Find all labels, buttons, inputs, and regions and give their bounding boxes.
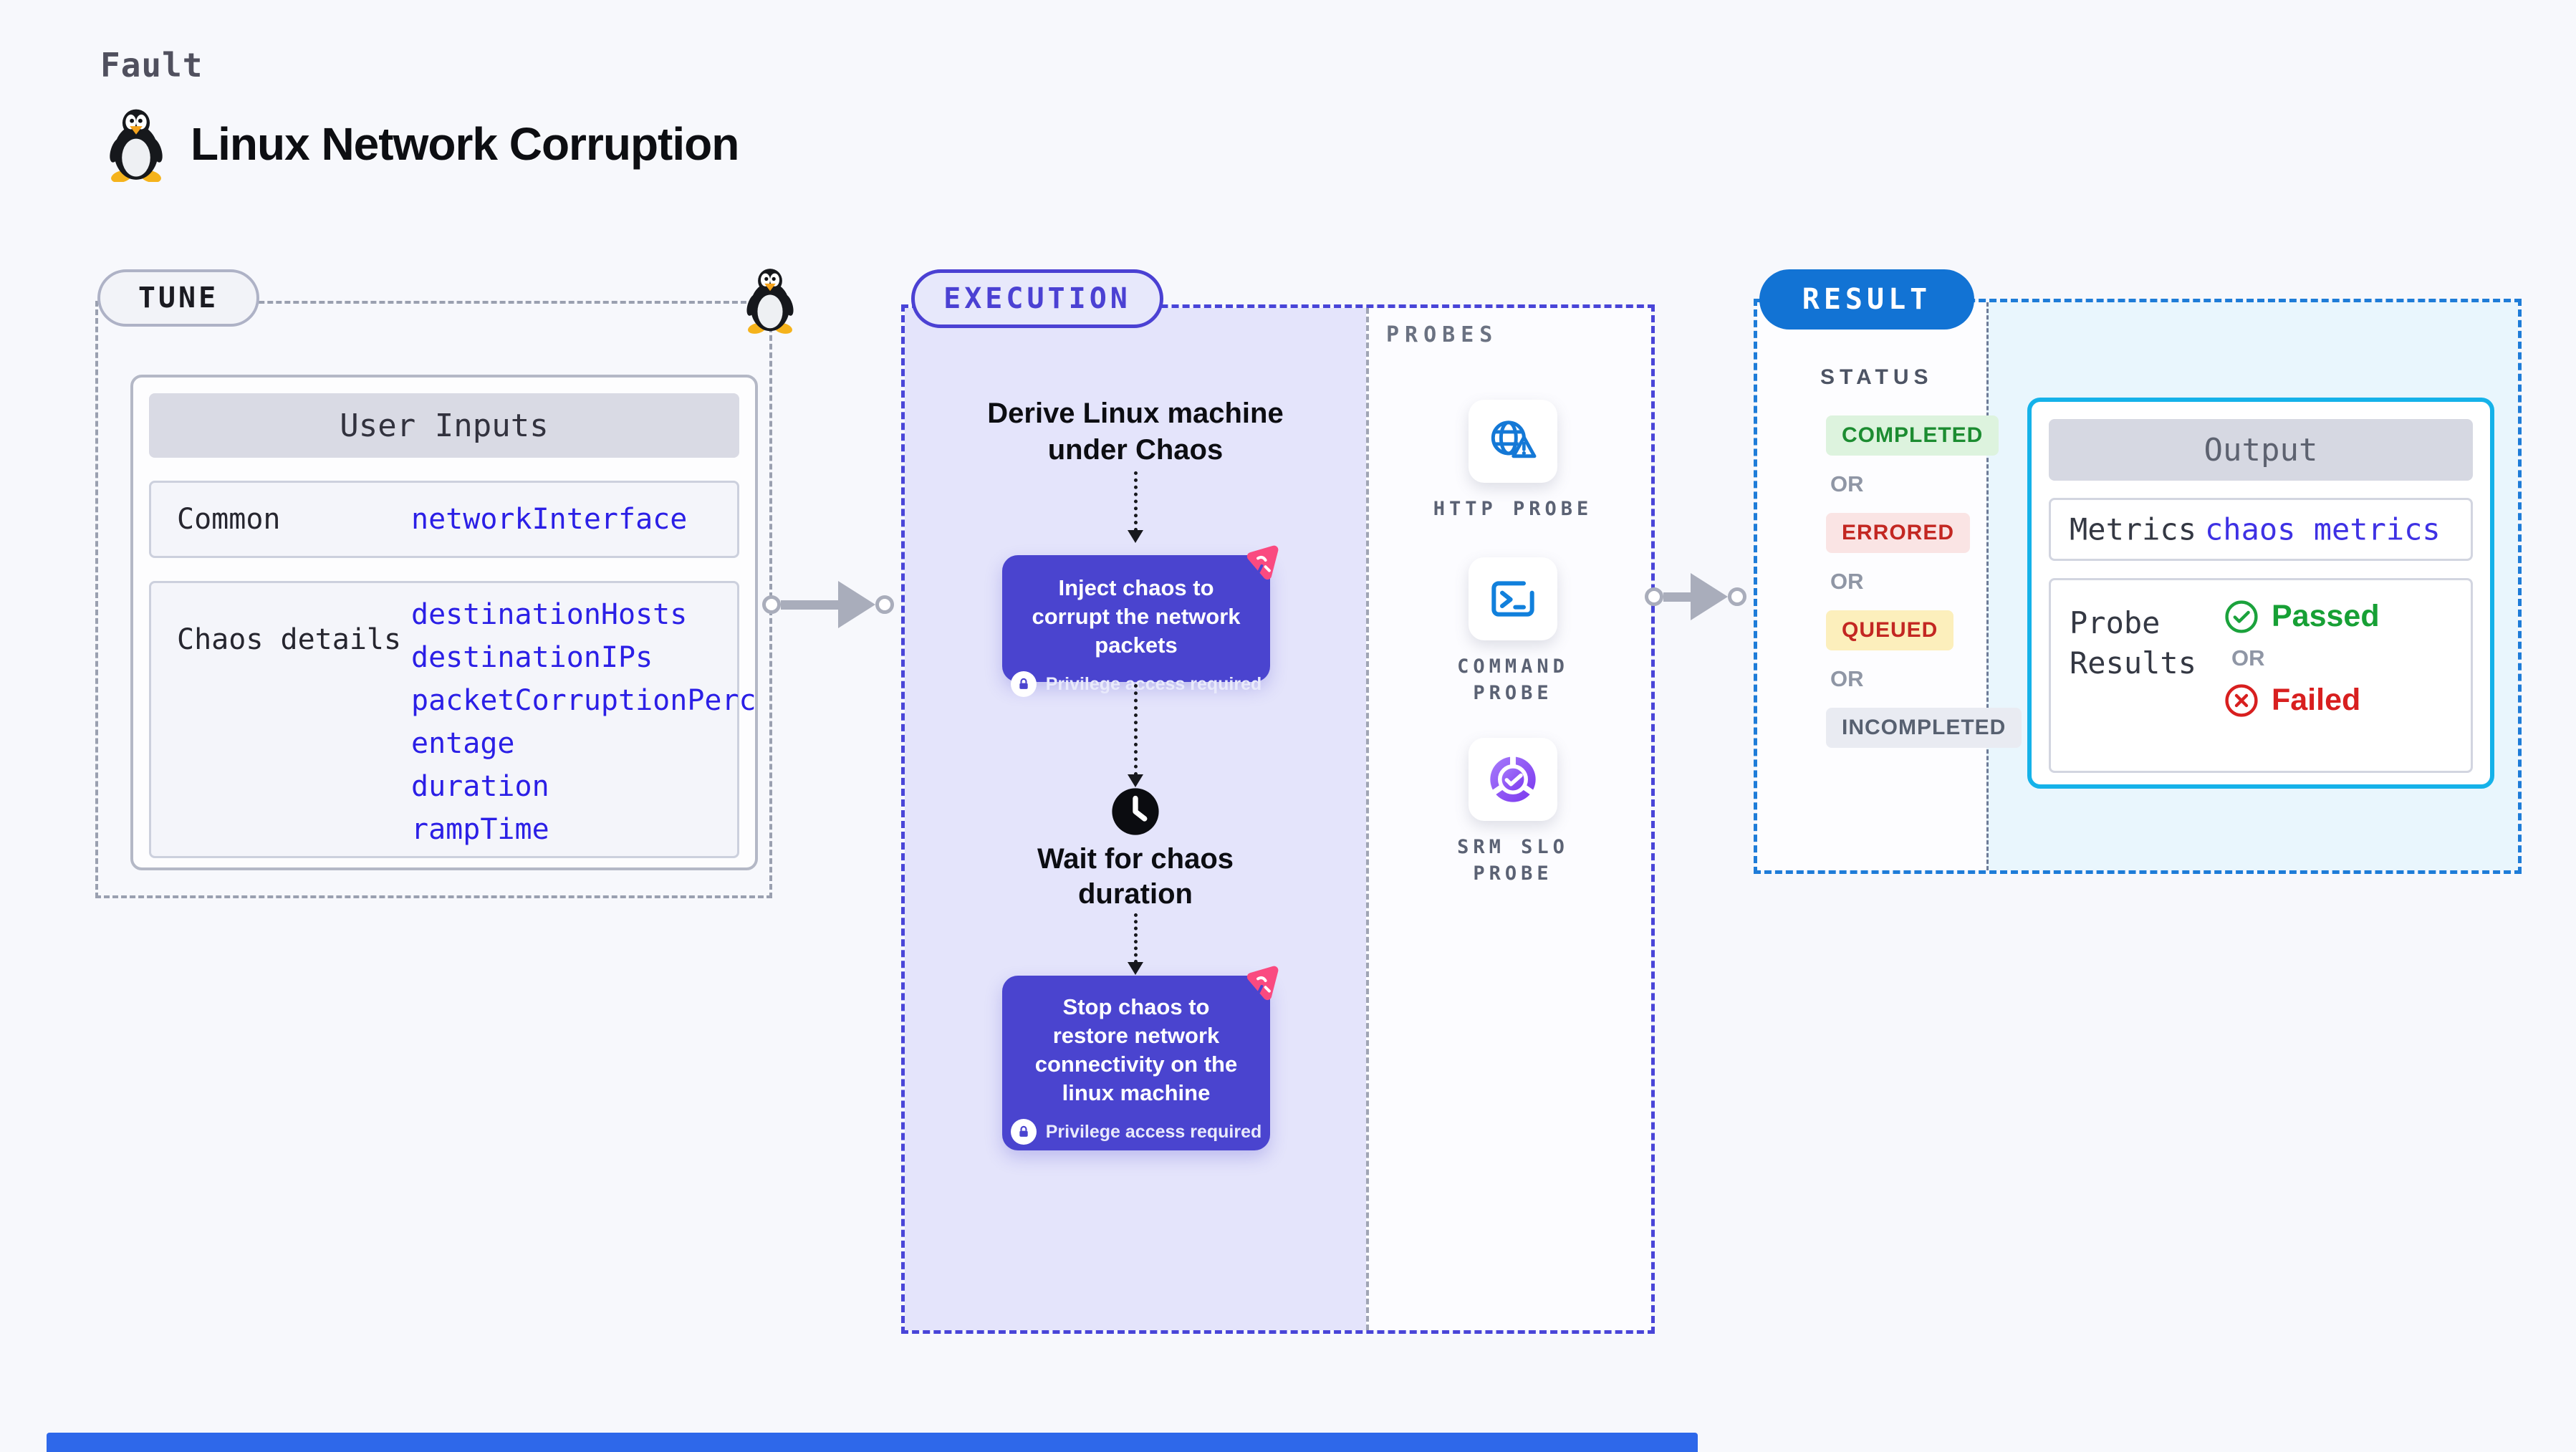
execution-pill: EXECUTION <box>911 269 1163 328</box>
lock-icon <box>1010 1119 1037 1145</box>
command-probe-card <box>1469 557 1557 640</box>
status-badge-completed: COMPLETED <box>1826 415 1999 456</box>
or-label: OR <box>2231 645 2265 670</box>
status-list: COMPLETED OR ERRORED OR QUEUED OR INCOMP… <box>1826 415 2022 764</box>
failed-label: Failed <box>2272 683 2361 717</box>
srm-slo-probe-card <box>1469 738 1557 821</box>
output-title: Output <box>2049 419 2473 481</box>
probe-results-row: Probe Results Passed OR <box>2049 578 2473 773</box>
stop-chaos-card: Stop chaos to restore network connectivi… <box>1002 966 1279 1150</box>
connector-endpoint <box>762 595 781 614</box>
connector-endpoint <box>1645 587 1663 606</box>
input-row-common: Common networkInterface <box>149 481 739 558</box>
input-row-label: Common <box>177 503 281 536</box>
check-circle-icon <box>2225 600 2258 633</box>
status-title: STATUS <box>1820 365 1933 389</box>
arrowhead-icon <box>1691 573 1728 620</box>
http-probe-card <box>1469 400 1557 483</box>
wait-step-label: Wait for chaos duration <box>1037 843 1234 910</box>
globe-warning-icon <box>1491 420 1537 458</box>
chaos-logo-icon <box>1246 545 1279 580</box>
tune-to-execution-arrow <box>762 581 894 628</box>
input-param-list: destinationHosts destinationIPs packetCo… <box>411 593 773 851</box>
chaos-logo-icon <box>1246 966 1279 1001</box>
connector-line <box>781 600 838 610</box>
output-card: Output Metrics chaos metrics Probe Resul… <box>2027 398 2494 789</box>
flow-arrow-down-icon <box>1128 913 1143 975</box>
status-badge-errored: ERRORED <box>1826 513 1971 553</box>
privilege-note: Privilege access required <box>1002 671 1270 697</box>
arrowhead-icon <box>838 581 875 628</box>
flow-arrow-down-icon <box>1128 684 1143 787</box>
inject-chaos-card: Inject chaos to corrupt the network pack… <box>1002 545 1279 697</box>
flow-arrow-down-icon <box>1128 471 1143 543</box>
status-badge-incompleted: INCOMPLETED <box>1826 708 2022 748</box>
or-label: OR <box>1830 666 1864 691</box>
slo-donut-check-icon <box>1489 754 1537 802</box>
connector-line <box>1663 592 1691 602</box>
page-title: Linux Network Corruption <box>191 118 739 170</box>
metrics-value: chaos metrics <box>2205 511 2441 547</box>
probe-results-values: Passed OR Failed <box>2224 599 2380 718</box>
stop-step-label: Stop chaos to restore network connectivi… <box>1034 994 1238 1105</box>
page-title-row: Linux Network Corruption <box>105 106 739 182</box>
user-inputs-card: User Inputs Common networkInterface Chao… <box>130 375 758 870</box>
input-param: duration <box>411 770 549 803</box>
metrics-label: Metrics <box>2070 511 2197 547</box>
failed-line: Failed <box>2224 683 2380 718</box>
privilege-note: Privilege access required <box>1002 1119 1270 1145</box>
clock-icon <box>1111 787 1160 836</box>
inject-step-label: Inject chaos to corrupt the network pack… <box>1032 575 1241 658</box>
linux-penguin-icon <box>746 269 794 334</box>
execution-to-result-arrow <box>1645 573 1746 620</box>
connector-endpoint <box>1728 587 1746 606</box>
status-badge-queued: QUEUED <box>1826 610 1954 650</box>
or-label: OR <box>1830 471 1864 496</box>
execution-section-box: PROBES Derive Linux machine under Chaos … <box>901 304 1655 1334</box>
input-row-label: Chaos details <box>177 623 402 656</box>
input-param: packetCorruptionPercentage <box>411 684 756 760</box>
tune-pill: TUNE <box>97 269 259 327</box>
linux-penguin-icon <box>110 109 163 182</box>
terminal-icon <box>1491 581 1534 617</box>
lock-icon <box>1010 671 1037 697</box>
user-inputs-title: User Inputs <box>149 393 739 458</box>
privilege-note-text: Privilege access required <box>1045 673 1262 694</box>
input-param: networkInterface <box>411 503 688 536</box>
connector-endpoint <box>875 595 894 614</box>
probe-label: HTTP PROBE <box>1433 498 1593 520</box>
or-label: OR <box>1830 569 1864 594</box>
probes-title: PROBES <box>1386 322 1499 347</box>
privilege-note-text: Privilege access required <box>1045 1121 1262 1142</box>
bottom-scrollbar[interactable] <box>47 1433 1698 1452</box>
input-param: destinationHosts <box>411 598 688 631</box>
metrics-row: Metrics chaos metrics <box>2049 498 2473 561</box>
status-column <box>1757 302 1986 870</box>
x-circle-icon <box>2225 683 2258 717</box>
input-param: destinationIPs <box>411 641 653 674</box>
passed-label: Passed <box>2272 599 2380 633</box>
passed-line: Passed <box>2224 599 2380 634</box>
probe-label: SRM SLO PROBE <box>1457 836 1569 885</box>
fault-kind-label: Fault <box>100 46 203 85</box>
derive-step-label: Derive Linux machine under Chaos <box>987 398 1284 466</box>
probe-results-label: Probe Results <box>2070 605 2197 681</box>
result-pill: RESULT <box>1759 269 1974 330</box>
input-param: rampTime <box>411 813 549 846</box>
probe-label: COMMAND PROBE <box>1457 655 1569 704</box>
result-section-box: STATUS COMPLETED OR ERRORED OR QUEUED OR… <box>1754 299 2522 874</box>
input-row-chaos-details: Chaos details destinationHosts destinati… <box>149 581 756 858</box>
